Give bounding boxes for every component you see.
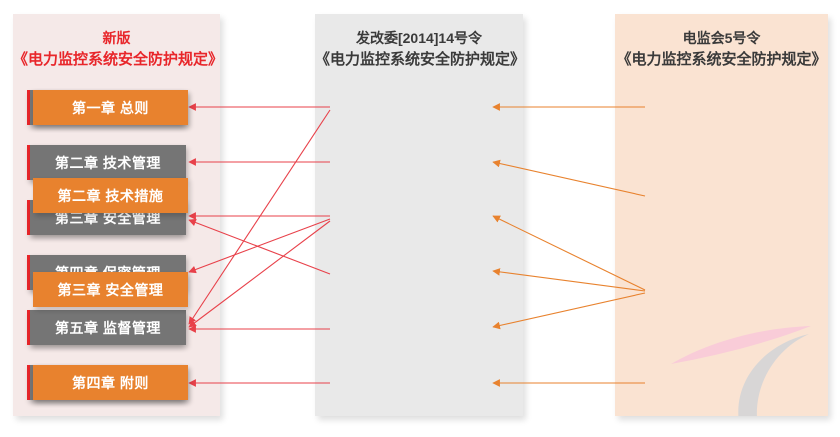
column-title-left-line1: 新版 (102, 30, 131, 46)
column-panel-right: 电监会5号令 《电力监控系统安全防护规定》 (615, 14, 828, 416)
column-title-right-line2: 《电力监控系统安全防护规定》 (616, 51, 827, 68)
column-title-left-line2: 《电力监控系统安全防护规定》 (13, 51, 224, 68)
column-title-right: 电监会5号令 《电力监控系统安全防护规定》 (615, 28, 828, 72)
chapter-box-middle-2[interactable]: 第二章 技术管理 (30, 145, 186, 180)
column-title-right-line1: 电监会5号令 (682, 30, 761, 46)
column-panel-middle: 发改委[2014]14号令 《电力监控系统安全防护规定》 (315, 14, 526, 416)
chapter-box-right-4[interactable]: 第四章 附则 (33, 365, 188, 400)
chapter-box-right-1[interactable]: 第一章 总则 (33, 90, 188, 125)
column-title-middle: 发改委[2014]14号令 《电力监控系统安全防护规定》 (315, 28, 526, 72)
chapter-box-right-3[interactable]: 第三章 安全管理 (33, 272, 188, 307)
chapter-box-middle-5[interactable]: 第五章 监督管理 (30, 310, 186, 345)
column-title-middle-line1: 发改委[2014]14号令 (355, 30, 483, 46)
column-title-left: 新版 《电力监控系统安全防护规定》 (13, 28, 224, 72)
chapter-box-right-2[interactable]: 第二章 技术措施 (33, 178, 188, 213)
column-title-middle-line2: 《电力监控系统安全防护规定》 (315, 51, 526, 68)
